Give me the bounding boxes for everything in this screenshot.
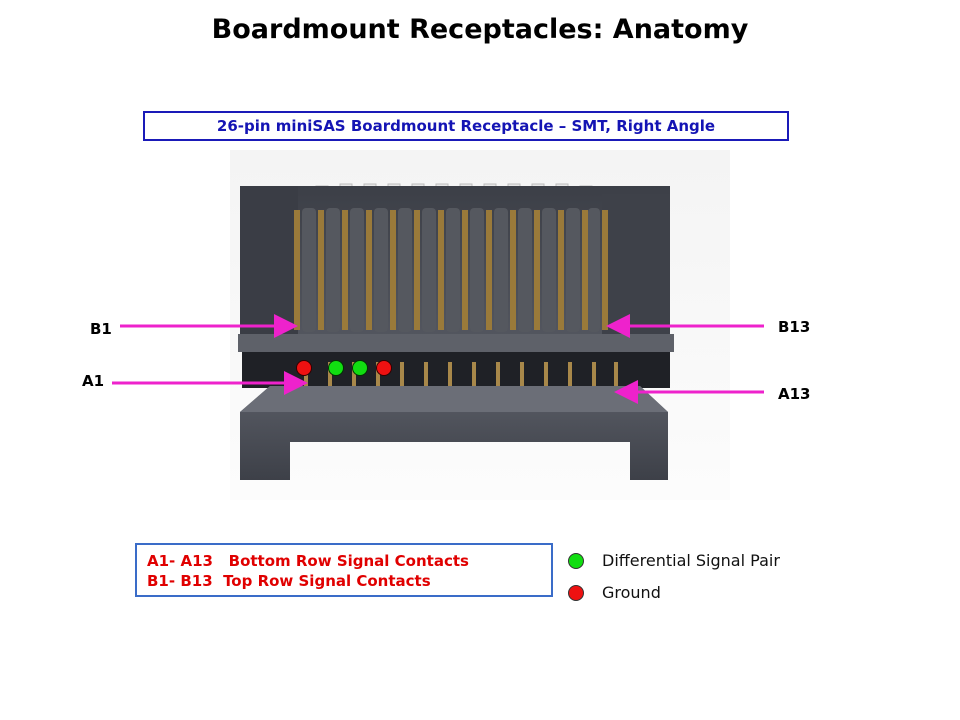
slide-title: Boardmount Receptacles: Anatomy <box>211 14 749 45</box>
subtitle-text: 26-pin miniSAS Boardmount Receptacle – S… <box>216 117 716 135</box>
subtitle-box: 26-pin miniSAS Boardmount Receptacle – S… <box>143 111 789 141</box>
label-a13: A13 <box>778 385 811 403</box>
connector-cavity <box>242 352 670 388</box>
connector-front-ledge <box>238 334 674 352</box>
label-b13: B13 <box>778 318 811 336</box>
green-dot-icon <box>568 552 584 569</box>
key-ground-label: Ground <box>602 583 661 602</box>
key-ground: Ground <box>568 583 661 602</box>
row-legend-box: A1- A13 Bottom Row Signal Contacts B1- B… <box>135 543 553 597</box>
label-b1: B1 <box>90 320 112 338</box>
differential-dot-a2 <box>328 360 344 376</box>
legend-line-b: B1- B13 Top Row Signal Contacts <box>147 572 431 590</box>
key-differential: Differential Signal Pair <box>568 551 780 570</box>
red-dot-icon <box>568 584 584 601</box>
key-differential-label: Differential Signal Pair <box>602 551 780 570</box>
legend-line-a: A1- A13 Bottom Row Signal Contacts <box>147 552 469 570</box>
top-row-contacts <box>294 210 608 330</box>
differential-dot-a3 <box>352 360 368 376</box>
label-a1: A1 <box>82 372 105 390</box>
ground-dot-a4 <box>376 360 392 376</box>
